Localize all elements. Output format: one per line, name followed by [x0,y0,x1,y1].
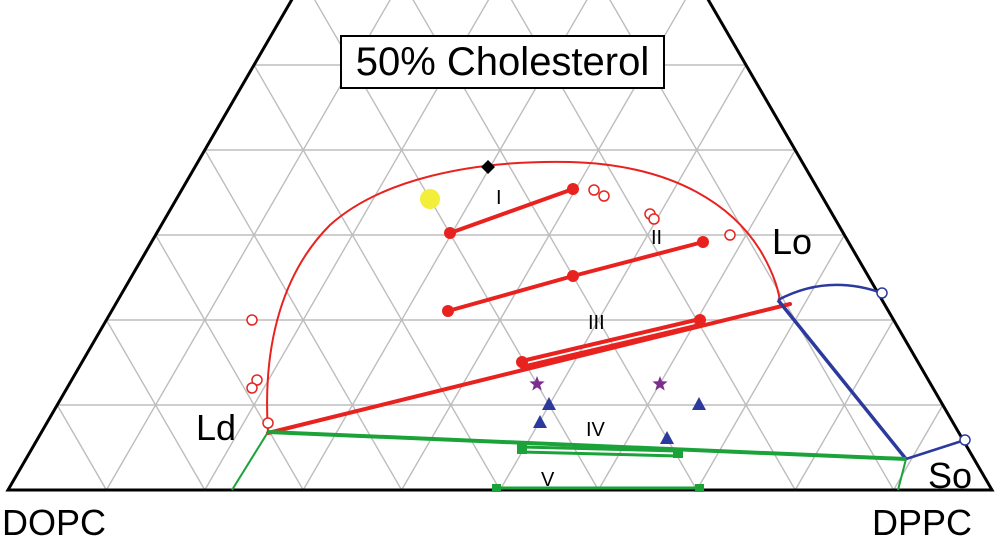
open-circle-red [648,213,660,225]
grid-line-falling [412,0,698,491]
grid-line-falling [105,319,206,491]
grid-line-rising [302,0,588,491]
open-circle-red [598,190,610,202]
lo-ld-phase-boundary [266,160,781,433]
ld-lo-so-tie-line [266,302,792,435]
open-circle-blue [876,287,888,299]
critical-point-marker [420,189,440,209]
region-label-V: V [541,469,555,491]
tie-line-II-b [571,240,705,278]
ld-so-tie-line [267,430,907,461]
triangle-markers [533,397,706,444]
open-circle-blue [959,434,971,446]
title-box: 50% Cholesterol [340,35,665,89]
vertex-label-dppc: DPPC [872,502,973,541]
grid-line-falling [510,0,796,491]
ld-so-boundaries [231,430,907,491]
so-boundary [905,438,966,461]
purple-star [652,376,668,391]
green-square [517,444,527,454]
vertex-label-dopc: DOPC [2,502,107,541]
red-data-points [442,183,709,368]
blue-triangle [692,397,706,410]
red-point [567,270,579,282]
red-point [697,236,709,248]
phase-label-so: So [928,455,973,496]
red-tie-lines [266,187,792,435]
open-circle-red [724,229,736,241]
grid-line-falling [253,64,501,491]
open-circle-red [251,374,263,386]
red-point [442,305,454,317]
lo-so-boundaries [776,283,966,461]
red-point [694,314,706,326]
region-label-I: I [496,187,502,209]
tie-line-I [448,187,575,235]
open-circle-red [246,382,258,394]
red-point [567,183,579,195]
phase-label-ld: Ld [196,407,237,448]
tie-line-II-a [446,274,575,313]
grid-line-falling [154,234,304,491]
blue-triangle [533,415,547,428]
open-circle-blue-markers [876,287,971,446]
grid-line-falling [204,149,403,491]
red-point [444,227,456,239]
green-square [492,484,501,492]
lo-so-upper-boundary [777,283,883,302]
black-diamond-marker [481,160,495,174]
phase-label-lo: Lo [772,221,813,262]
region-label-II: II [651,227,663,249]
grid-line-rising [696,234,846,491]
open-circle-red [262,417,274,429]
ld-edge-boundary [231,431,269,491]
tie-line-IV-b [521,450,679,458]
diagram-title: 50% Cholesterol [355,39,650,84]
blue-triangle [542,397,556,410]
purple-star [529,376,545,391]
open-circle-red [588,184,600,196]
star-markers [529,376,668,391]
tie-line-III-a [520,317,702,363]
green-square [695,484,704,492]
grid-line-falling [56,404,108,491]
grid-line-falling [609,0,895,491]
grid-lines [56,0,944,491]
region-label-IV: IV [586,419,605,441]
tie-line-IV-a [521,445,679,453]
so-edge-boundary [897,458,907,491]
open-circle-red [246,314,258,326]
open-circle-markers [246,184,736,429]
region-label-III: III [588,312,605,334]
green-square [673,448,683,458]
green-square-markers [492,444,704,492]
red-point [516,356,528,368]
grid-line-rising [105,0,391,491]
blue-triangle [660,431,674,444]
lo-so-tie-line [776,298,908,461]
